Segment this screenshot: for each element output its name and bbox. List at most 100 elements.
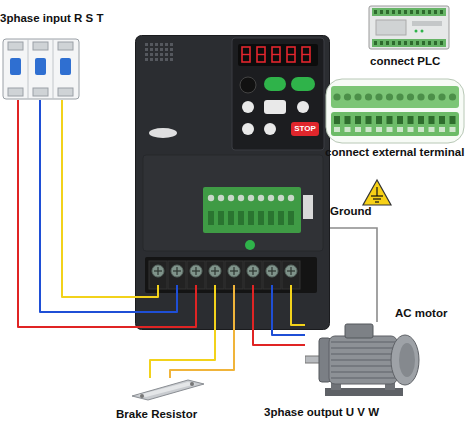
drawing-detail	[233, 267, 234, 275]
drawing-detail	[331, 341, 395, 342]
drawing-detail	[240, 77, 256, 93]
drawing-detail	[386, 93, 393, 100]
drawing-detail	[247, 265, 259, 277]
drawing-detail	[150, 48, 153, 51]
drawing-detail	[232, 38, 324, 150]
drawing-detail	[331, 359, 395, 360]
drawing-detail	[160, 43, 163, 46]
drawing-detail	[285, 265, 297, 277]
drawing-detail	[3, 39, 79, 99]
drawing-detail	[376, 20, 406, 35]
drawing-detail	[325, 78, 465, 144]
drawing-detail	[165, 43, 168, 46]
drawing-detail	[302, 47, 310, 62]
drawing-detail	[387, 116, 393, 124]
drawing-detail	[399, 343, 415, 377]
drawing-detail	[404, 10, 407, 14]
drawing-detail	[376, 116, 382, 124]
drawing-detail	[290, 267, 291, 275]
drawing-detail	[434, 41, 437, 45]
drawing-detail	[264, 123, 276, 135]
wire-bundle	[18, 100, 196, 327]
drawing-detail	[368, 5, 450, 50]
drawing-detail	[242, 54, 250, 55]
drawing-detail	[165, 48, 168, 51]
drawing-detail	[187, 261, 205, 289]
wire	[272, 285, 305, 335]
drawing-detail	[145, 43, 148, 46]
drawing-detail	[345, 116, 351, 124]
drawing-detail	[415, 30, 418, 33]
drawing-detail	[397, 116, 403, 124]
drawing-detail	[282, 261, 300, 289]
drawing-detail	[417, 93, 424, 100]
drawing-detail	[214, 267, 215, 275]
drawing-detail	[258, 195, 264, 201]
wire	[150, 285, 215, 378]
drawing-detail	[155, 43, 158, 46]
drawing-detail	[252, 267, 253, 275]
drawing-detail	[176, 267, 177, 275]
drawing-detail	[248, 211, 254, 225]
drawing-detail	[244, 261, 262, 289]
drawing-detail	[303, 195, 313, 219]
drawing-detail	[397, 127, 403, 132]
drawing-detail	[345, 127, 351, 132]
frequency-inverter: STOP	[135, 35, 330, 330]
drawing-detail	[238, 44, 318, 66]
drawing-detail	[418, 127, 424, 132]
drawing-detail	[372, 8, 446, 16]
drawing-detail	[238, 195, 244, 201]
drawing-detail	[331, 371, 395, 372]
drawing-detail	[410, 10, 413, 14]
drawing-detail	[305, 322, 423, 402]
drawing-detail	[58, 42, 73, 50]
drawing-detail	[242, 101, 254, 113]
plc-heading: connect PLC	[370, 55, 440, 67]
drawing-detail	[165, 53, 168, 56]
drawing-detail	[28, 39, 29, 99]
drawing-detail	[422, 41, 425, 45]
drawing-detail	[150, 53, 153, 56]
drawing-detail	[416, 10, 419, 14]
drawing-detail	[410, 41, 413, 45]
drawing-detail	[228, 195, 234, 201]
drawing-detail	[440, 10, 443, 14]
drawing-detail	[190, 265, 202, 277]
wire	[170, 285, 234, 378]
drawing-detail	[268, 195, 274, 201]
drawing-detail	[291, 122, 319, 136]
drawing-detail	[302, 54, 310, 55]
drawing-detail	[266, 265, 278, 277]
drawing-detail	[136, 36, 330, 330]
drawing-detail	[421, 30, 424, 33]
drawing-detail	[160, 48, 163, 51]
drawing-detail	[333, 93, 340, 100]
drawing-detail	[209, 265, 221, 277]
drawing-detail	[35, 58, 46, 75]
drawing-detail	[398, 10, 401, 14]
drawing-detail	[392, 10, 395, 14]
drawing-detail	[450, 116, 456, 124]
drawing-detail	[145, 53, 148, 56]
drawing-detail	[271, 267, 272, 275]
drawing-detail	[170, 43, 173, 46]
drawing-detail	[278, 195, 284, 201]
ground-symbol	[363, 180, 391, 205]
drawing-detail	[206, 261, 224, 289]
drawing-detail	[365, 93, 372, 100]
drawing-detail	[190, 382, 194, 386]
drawing-detail	[408, 116, 414, 124]
drawing-detail	[418, 116, 424, 124]
drawing-detail	[331, 353, 395, 354]
drawing-detail	[195, 267, 196, 275]
resistor-heading: Brake Resistor	[116, 408, 197, 420]
drawing-detail	[380, 41, 383, 45]
drawing-detail	[386, 10, 389, 14]
drawing-detail	[58, 88, 73, 96]
drawing-detail	[369, 6, 449, 49]
wire	[291, 285, 305, 325]
drawing-detail	[53, 39, 54, 99]
terminal-heading: connect external terminal	[325, 146, 464, 158]
